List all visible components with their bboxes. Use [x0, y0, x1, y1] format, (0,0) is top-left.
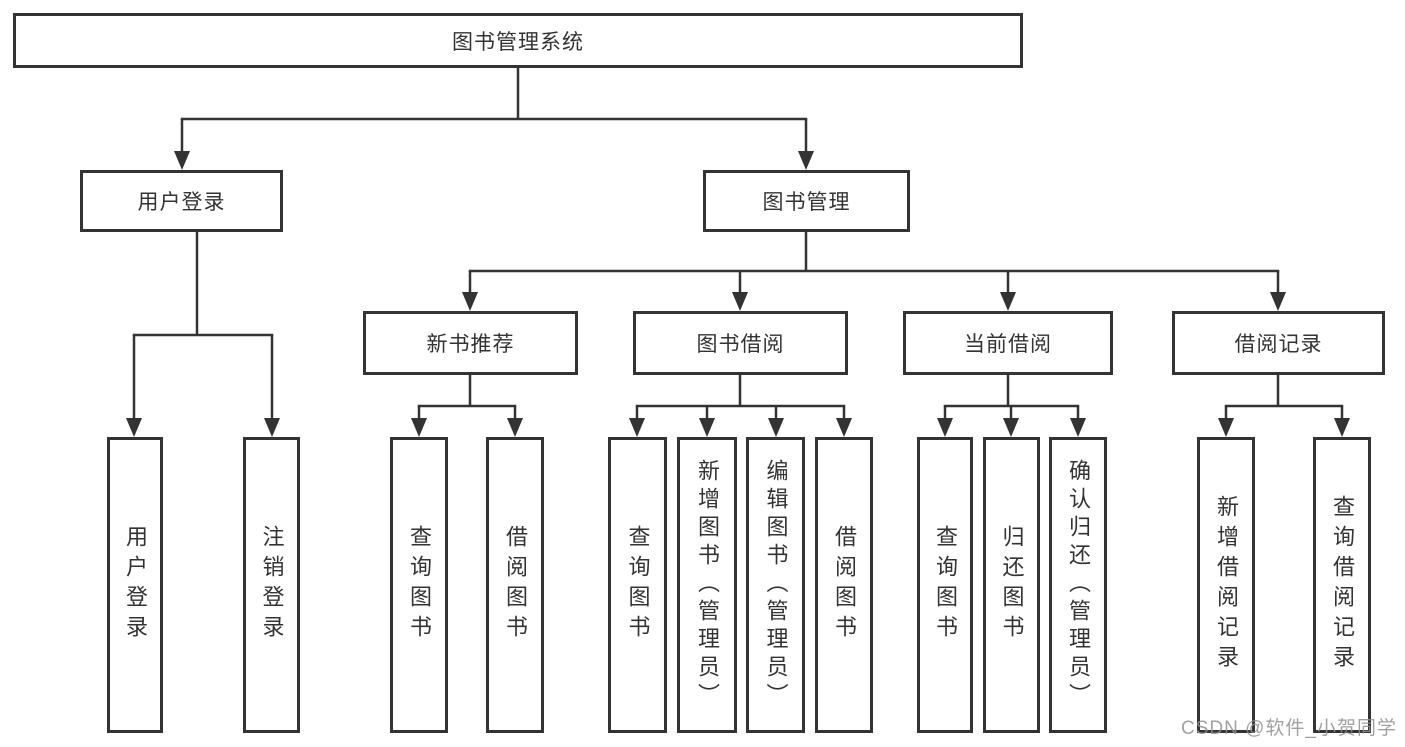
- node-label: 用户登录: [137, 191, 226, 214]
- leaf-confirm-return-admin: 确认归还（管理员）: [1049, 437, 1107, 733]
- node-book-borrowing: 图书借阅: [633, 311, 848, 375]
- node-label: 图书借阅: [696, 333, 785, 356]
- leaf-query-books-current: 查询图书: [917, 437, 973, 733]
- leaf-query-borrow-record: 查询借阅记录: [1313, 437, 1371, 733]
- node-label: 借阅记录: [1234, 333, 1323, 356]
- leaf-label: 确认归还（管理员）: [1066, 459, 1091, 711]
- leaf-label: 借阅图书: [832, 525, 857, 645]
- leaf-return-books: 归还图书: [983, 437, 1040, 733]
- leaf-label: 归还图书: [999, 525, 1025, 645]
- leaf-label: 借阅图书: [503, 525, 528, 645]
- node-label: 当前借阅: [964, 333, 1052, 356]
- leaf-query-books-borrow: 查询图书: [608, 437, 667, 733]
- leaf-user-login: 用户登录: [107, 437, 163, 733]
- leaf-add-books-admin: 新增图书（管理员）: [677, 437, 737, 733]
- node-root-system: 图书管理系统: [13, 13, 1023, 68]
- leaf-borrow-books-recommend: 借阅图书: [486, 437, 544, 733]
- leaf-logout: 注销登录: [243, 437, 300, 733]
- node-user-login: 用户登录: [80, 170, 283, 232]
- leaf-label: 注销登录: [259, 525, 285, 645]
- leaf-label: 新增借阅记录: [1214, 495, 1239, 675]
- leaf-edit-books-admin: 编辑图书（管理员）: [746, 437, 805, 733]
- leaf-label: 查询图书: [407, 525, 432, 645]
- node-borrowing-records: 借阅记录: [1172, 311, 1385, 375]
- node-label: 新书推荐: [426, 333, 515, 356]
- watermark: CSDN @软件_小贺同学: [1181, 718, 1397, 739]
- leaf-label: 编辑图书（管理员）: [763, 459, 789, 711]
- leaf-label: 新增图书（管理员）: [695, 459, 720, 711]
- node-book-management: 图书管理: [703, 170, 910, 232]
- leaf-add-borrow-record: 新增借阅记录: [1197, 437, 1255, 733]
- leaf-label: 查询图书: [625, 525, 651, 645]
- leaf-label: 查询图书: [933, 525, 958, 645]
- node-new-book-recommend: 新书推荐: [363, 311, 578, 375]
- leaf-label: 查询借阅记录: [1330, 495, 1355, 675]
- node-label: 图书管理系统: [452, 30, 584, 54]
- node-current-borrowing: 当前借阅: [903, 311, 1113, 375]
- leaf-query-books-recommend: 查询图书: [390, 437, 448, 733]
- leaf-borrow-books: 借阅图书: [815, 437, 873, 733]
- leaf-label: 用户登录: [123, 525, 148, 645]
- node-label: 图书管理: [762, 191, 851, 214]
